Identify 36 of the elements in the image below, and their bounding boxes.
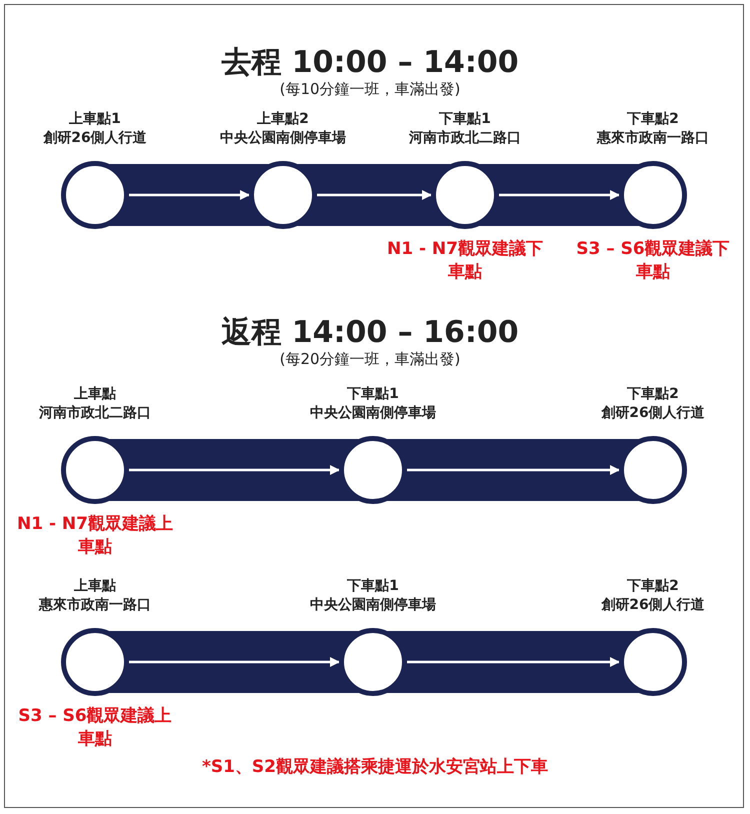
stop-name: 下車點1 (346, 385, 400, 404)
stop-name: 上車點2 (256, 110, 310, 129)
stop-name: 下車點2 (626, 385, 680, 404)
stop-location: 河南市政北二路口 (38, 404, 152, 423)
stop-note: N1 - N7觀眾建議上車點 (16, 513, 174, 559)
arrow (407, 465, 620, 475)
arrow (129, 190, 250, 200)
stop-name: 下車點2 (626, 110, 680, 129)
schedule-note: (每20分鐘一班，車滿出發) (278, 350, 462, 369)
stop-location: 中央公園南側停車場 (219, 129, 347, 148)
stop-name: 下車點1 (438, 110, 492, 129)
section-heading: 去程 10:00 – 14:00 (220, 44, 520, 82)
stop-name: 上車點1 (68, 110, 122, 129)
stop-location: 惠來市政南一路口 (596, 129, 710, 148)
stop-location: 惠來市政南一路口 (38, 596, 152, 615)
stop-location: 中央公園南側停車場 (309, 596, 437, 615)
footnote: *S1、S2觀眾建議搭乘捷運於水安宮站上下車 (200, 756, 550, 778)
arrow (317, 190, 432, 200)
arrow (499, 190, 620, 200)
stop-location: 創研26側人行道 (42, 129, 148, 148)
stop-name: 上車點 (73, 385, 117, 404)
stop-location: 中央公園南側停車場 (309, 404, 437, 423)
stop-note: S3 – S6觀眾建議上車點 (17, 705, 173, 751)
stop-name: 上車點 (73, 577, 117, 596)
arrow (129, 465, 340, 475)
stop-location: 河南市政北二路口 (408, 129, 522, 148)
stop-note: S3 – S6觀眾建議下車點 (575, 238, 731, 284)
stop-location: 創研26側人行道 (600, 596, 706, 615)
section-heading: 返程 14:00 – 16:00 (220, 314, 520, 352)
stop-name: 下車點1 (346, 577, 400, 596)
arrow (129, 657, 340, 667)
schedule-note: (每10分鐘一班，車滿出發) (278, 80, 462, 99)
stop-name: 下車點2 (626, 577, 680, 596)
arrow (407, 657, 620, 667)
stop-location: 創研26側人行道 (600, 404, 706, 423)
stop-note: N1 - N7觀眾建議下車點 (386, 238, 544, 284)
